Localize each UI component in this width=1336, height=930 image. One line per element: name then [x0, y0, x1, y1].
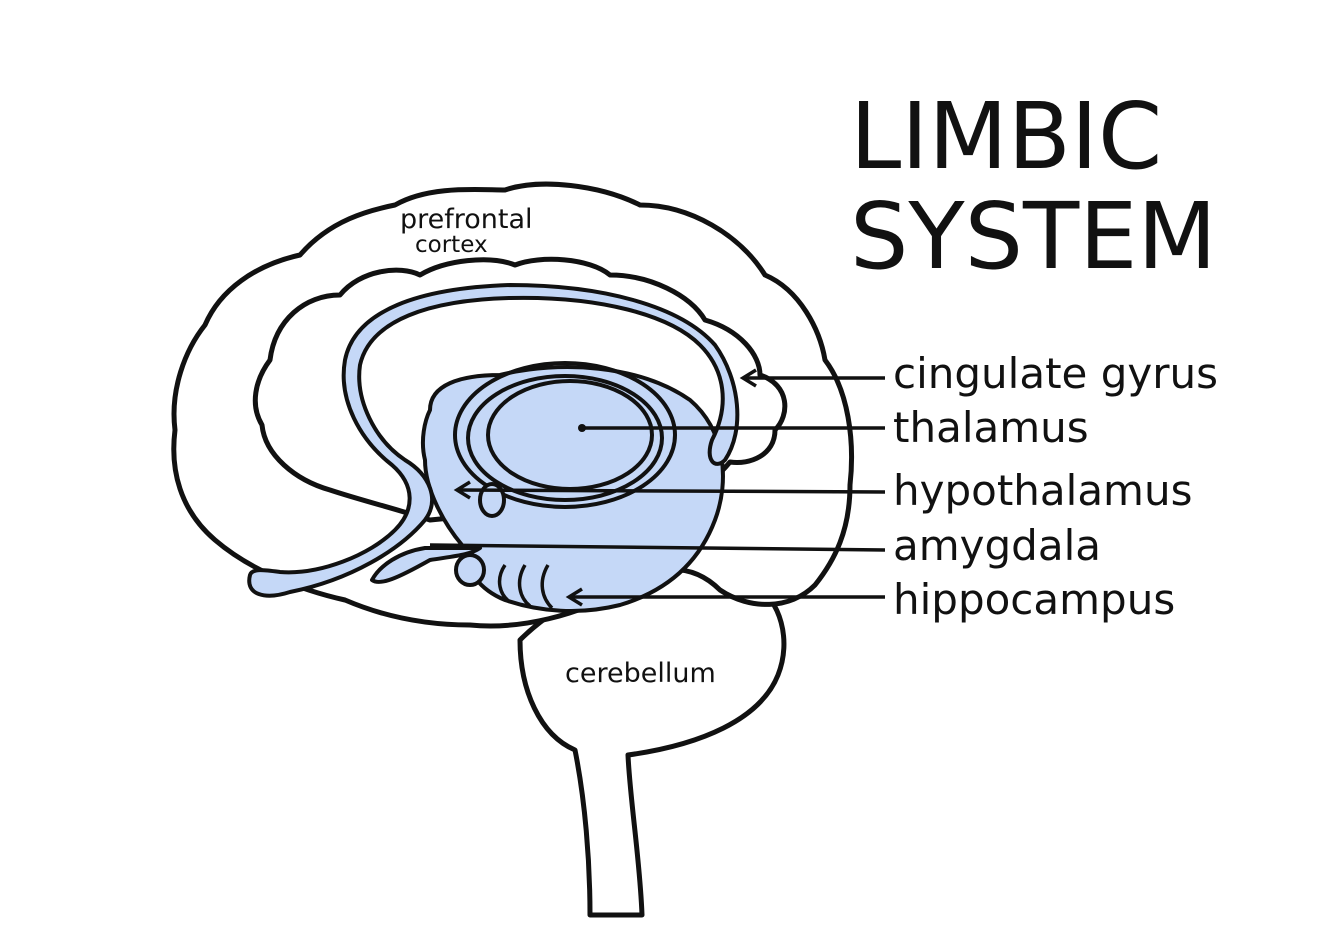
- thalamus-middle-ring: [466, 374, 664, 502]
- callout-label-hippocampus: hippocampus: [893, 575, 1175, 624]
- callout-hypothalamus-leader: [453, 480, 886, 500]
- callout-hippocampus-leader: [565, 587, 885, 607]
- cingulate-gyrus-arc: [247, 283, 740, 598]
- thalamus-outer-ring: [453, 361, 677, 509]
- cerebellum-label: cerebellum: [565, 658, 716, 689]
- hippocampus-ridge-3: [540, 564, 554, 610]
- callout-label-cingulate-gyrus: cingulate gyrus: [893, 349, 1218, 398]
- amygdala-bump: [454, 553, 486, 587]
- title-line-1: LIMBIC: [850, 83, 1162, 190]
- title-line-2: SYSTEM: [850, 183, 1217, 290]
- callout-amygdala-leader: [429, 543, 886, 552]
- hippocampus-ridge-2: [517, 564, 532, 608]
- thalamus-inner-body: [486, 379, 654, 491]
- hypothalamus-lobe: [478, 482, 506, 518]
- hippocampus-ridge-1: [497, 564, 512, 604]
- prefrontal-cortex-label-line-2: cortex: [415, 232, 488, 258]
- callout-cingulate-gyrus-leader: [739, 368, 885, 388]
- callout-label-hypothalamus: hypothalamus: [893, 466, 1192, 515]
- callout-label-thalamus: thalamus: [893, 403, 1089, 452]
- callout-label-amygdala: amygdala: [893, 521, 1101, 570]
- prefrontal-cortex-label-line-1: prefrontal: [400, 204, 533, 235]
- callout-thalamus-leader: [578, 424, 885, 432]
